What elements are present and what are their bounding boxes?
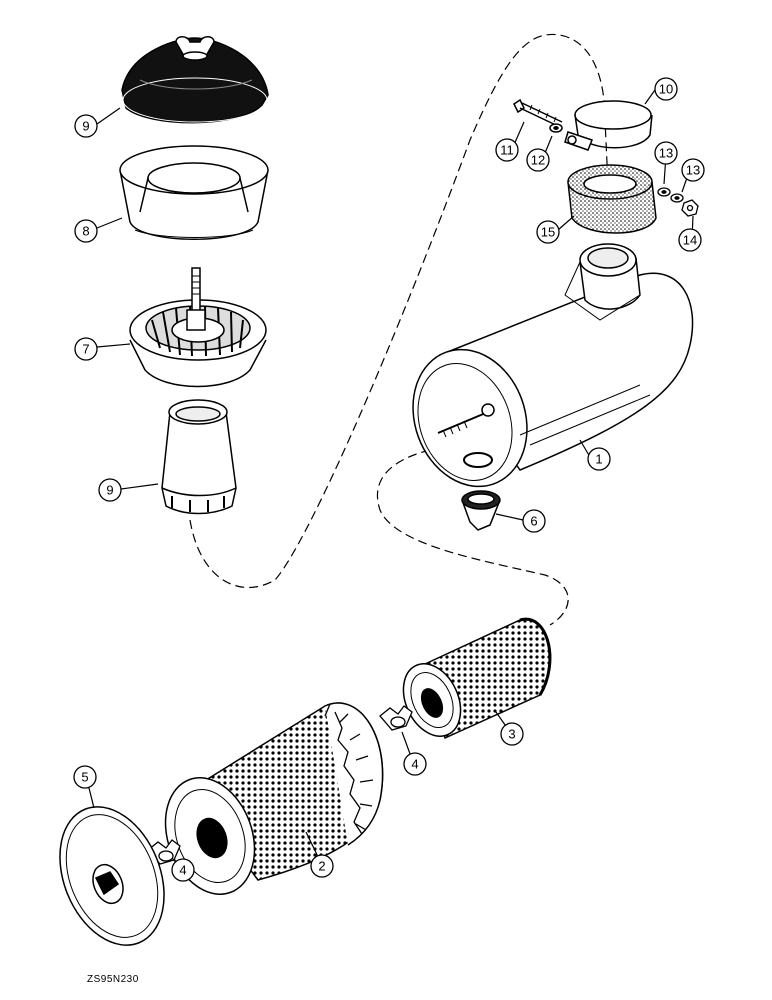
adapter-tube-drawing <box>161 399 237 515</box>
svg-text:2: 2 <box>318 859 325 874</box>
callout-11: 10 <box>654 77 678 101</box>
assembly-lines <box>189 33 609 626</box>
callouts: 9 8 7 9 10 11 12 13 13 14 15 1 6 3 4 2 5… <box>73 77 705 882</box>
drawing-code-label: ZS95N230 <box>87 974 139 985</box>
svg-text:8: 8 <box>82 224 89 239</box>
svg-text:4: 4 <box>179 863 186 878</box>
callout-2: 2 <box>310 854 334 878</box>
svg-text:12: 12 <box>531 153 545 168</box>
svg-text:9: 9 <box>82 119 89 134</box>
svg-text:15: 15 <box>541 225 555 240</box>
clamp-band-drawing <box>564 100 653 151</box>
callout-13-bolt: 12 <box>526 148 550 172</box>
wing-nut-drawing-upper <box>379 705 413 731</box>
callout-4-upper: 4 <box>403 752 427 776</box>
svg-text:6: 6 <box>530 514 537 529</box>
callout-8: 8 <box>74 219 98 243</box>
svg-text:3: 3 <box>508 727 515 742</box>
callout-3: 3 <box>500 722 524 746</box>
clamp-bolt-drawing <box>513 98 563 133</box>
callout-5: 5 <box>73 765 97 789</box>
svg-text:13: 13 <box>686 163 700 178</box>
callout-4-lower: 4 <box>171 858 195 882</box>
callout-7: 7 <box>74 337 98 361</box>
svg-text:1: 1 <box>595 452 602 467</box>
svg-text:10: 10 <box>659 82 673 97</box>
callout-14: 13 <box>681 158 705 182</box>
callout-13-nut: 13 <box>654 141 678 165</box>
callout-10: 9 <box>98 478 122 502</box>
svg-text:11: 11 <box>500 143 514 158</box>
svg-text:13: 13 <box>659 146 673 161</box>
precleaner-base-drawing <box>129 267 267 388</box>
callout-9: 9 <box>74 114 98 138</box>
callout-12: 11 <box>495 138 519 162</box>
callout-6: 6 <box>522 509 546 533</box>
foam-seal-drawing <box>567 164 657 234</box>
svg-text:5: 5 <box>81 770 88 785</box>
callout-15: 14 <box>678 228 702 252</box>
precleaner-bowl-drawing <box>119 145 269 240</box>
end-cover-drawing <box>59 806 165 946</box>
svg-text:14: 14 <box>683 233 697 248</box>
svg-text:9: 9 <box>106 483 113 498</box>
dust-valve-drawing <box>461 490 501 531</box>
precleaner-cap-drawing <box>121 36 269 124</box>
callout-1: 1 <box>587 447 611 471</box>
svg-text:7: 7 <box>82 342 89 357</box>
callout-16: 15 <box>536 220 560 244</box>
secondary-filter-drawing <box>402 617 552 740</box>
nut-hardware-drawing <box>657 187 699 217</box>
svg-text:4: 4 <box>411 757 418 772</box>
air-cleaner-housing-drawing <box>412 243 694 488</box>
